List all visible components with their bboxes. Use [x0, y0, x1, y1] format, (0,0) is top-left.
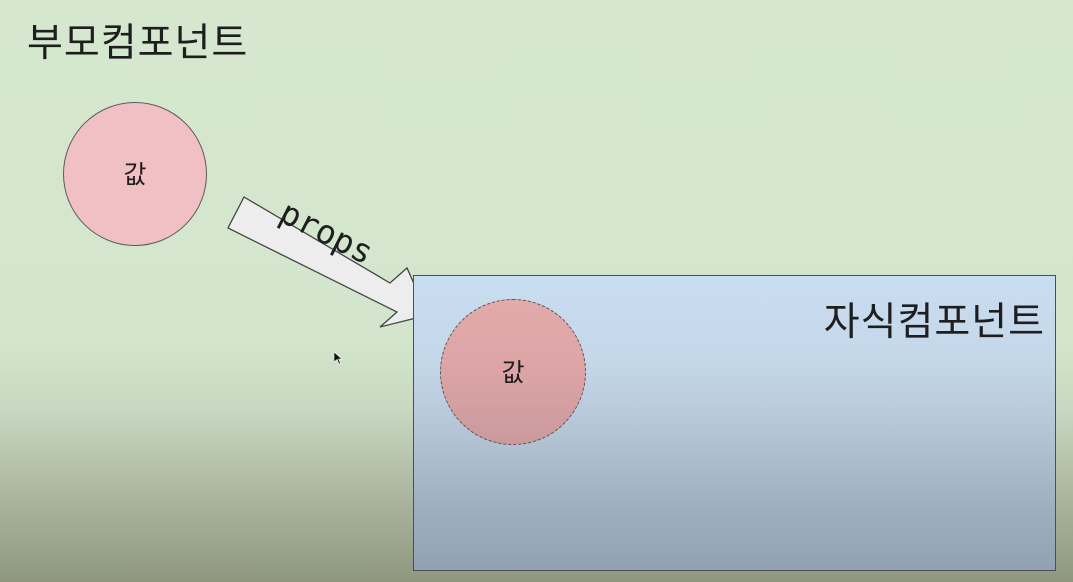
- child-component-box: 자식컴포넌트 값: [413, 275, 1056, 571]
- parent-value-label: 값: [123, 159, 147, 189]
- parent-component-title: 부모컴포넌트: [27, 21, 249, 66]
- props-arrow-shape: [227, 196, 429, 328]
- child-value-label: 값: [501, 357, 525, 387]
- parent-value-circle: 값: [63, 102, 207, 246]
- child-value-circle: 값: [440, 299, 586, 445]
- child-component-title: 자식컴포넌트: [823, 300, 1045, 345]
- mouse-cursor-icon: [334, 352, 343, 365]
